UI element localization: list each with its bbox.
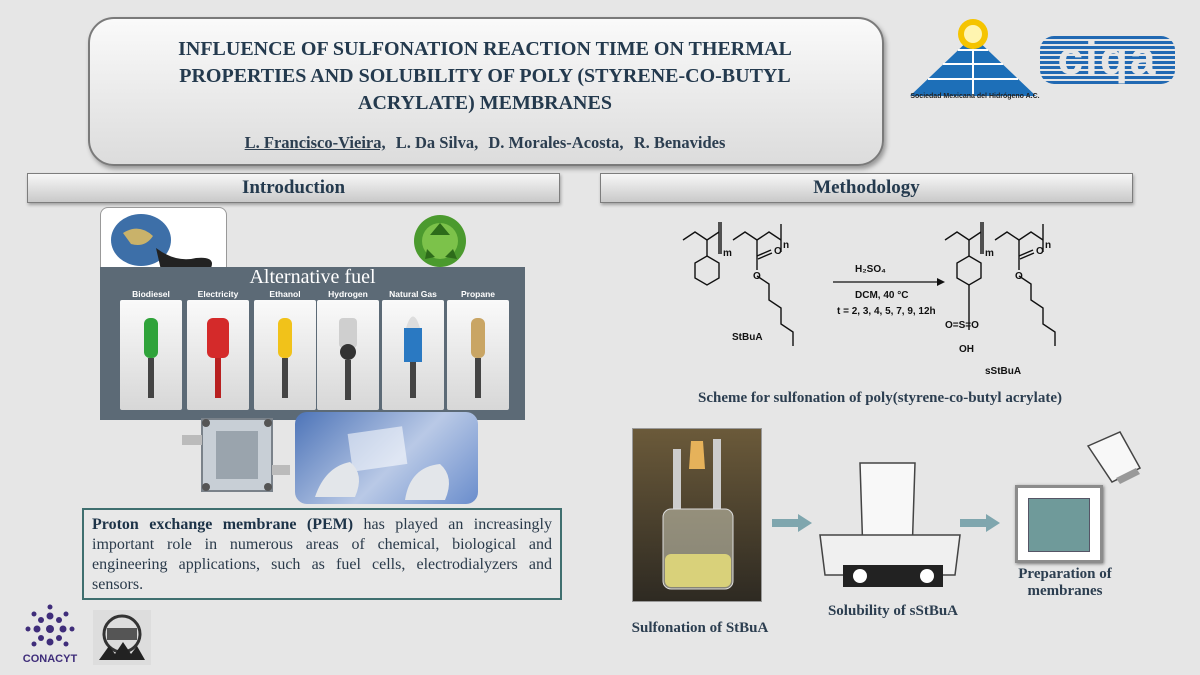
reaction-scheme: m n O O StBuA H₂SO₄ DCM, 40 °C t = 2, 3,… — [675, 212, 1095, 384]
reactant-label: StBuA — [732, 332, 763, 343]
conacyt-logo — [20, 604, 80, 654]
pump-propane — [447, 300, 509, 410]
partner-logo — [93, 610, 151, 665]
hydroxyl-group: OH — [959, 344, 974, 355]
recycle-globe-image — [405, 205, 475, 273]
fuel-cell-image — [180, 405, 292, 505]
cup-pouring-image — [1080, 428, 1150, 490]
pump-label-hydrogen: Hydrogen — [328, 289, 368, 299]
ciqa-logo — [1040, 36, 1175, 84]
author-2: L. Da Silva, — [395, 133, 479, 152]
product-carbonyl-o: O — [1036, 246, 1044, 257]
reactant-n: n — [783, 240, 789, 251]
pem-description: Proton exchange membrane (PEM) has playe… — [82, 508, 562, 600]
conacyt-text: CONACYT — [22, 653, 78, 665]
pump-label-biodiesel: Biodiesel — [132, 289, 170, 299]
sulfonyl-group: O=S=O — [945, 320, 979, 331]
reactant-ester-o: O — [753, 271, 761, 282]
pump-ethanol — [254, 300, 316, 410]
scheme-caption: Scheme for sulfonation of poly(styrene-c… — [698, 390, 1062, 406]
product-n: n — [1045, 240, 1051, 251]
author-list: L. Francisco-Vieira, L. Da Silva, D. Mor… — [100, 133, 870, 153]
pump-electricity — [187, 300, 249, 410]
reactant-carbonyl-o: O — [774, 246, 782, 257]
membrane-photo — [295, 412, 478, 504]
pump-label-natural-gas: Natural Gas — [389, 289, 437, 299]
smh-caption: Sociedad Mexicana del Hidrógeno A.C. — [910, 93, 1040, 100]
reagent-label: H₂SO₄ — [855, 264, 886, 275]
product-m: m — [985, 248, 994, 259]
product-ester-o: O — [1015, 271, 1023, 282]
poster-title: INFLUENCE OF SULFONATION REACTION TIME O… — [178, 38, 792, 114]
author-1: L. Francisco-Vieira, — [244, 133, 386, 152]
pump-hydrogen — [317, 300, 379, 410]
sulfonation-caption: Sulfonation of StBuA — [631, 620, 769, 636]
solubility-caption: Solubility of sStBuA — [827, 603, 959, 619]
pump-label-electricity: Electricity — [197, 289, 239, 299]
author-4: R. Benavides — [633, 133, 726, 152]
membrane-frame — [1015, 485, 1103, 563]
methodology-heading: Methodology — [600, 173, 1133, 203]
conditions-label: DCM, 40 °C — [855, 290, 908, 301]
pem-text: has played an increasingly important rol… — [92, 516, 552, 593]
stirrer-beaker-image — [815, 455, 965, 595]
pump-biodiesel — [120, 300, 182, 410]
introduction-heading: Introduction — [27, 173, 560, 203]
pump-label-ethanol: Ethanol — [269, 289, 301, 299]
times-label: t = 2, 3, 4, 5, 7, 9, 12h — [837, 306, 936, 317]
arrow-icon-2 — [960, 514, 1000, 532]
pem-bold: Proton exchange membrane (PEM) — [92, 516, 354, 533]
reactant-m: m — [723, 248, 732, 259]
product-label: sStBuA — [985, 366, 1021, 377]
preparation-caption: Preparation of membranes — [1018, 566, 1112, 599]
alternative-fuel-title: Alternative fuel — [249, 266, 376, 288]
pump-natural-gas — [382, 300, 444, 410]
author-3: D. Morales-Acosta, — [488, 133, 624, 152]
smh-logo — [908, 14, 1038, 114]
sulfonation-reactor-photo — [632, 428, 762, 602]
ciqa-logo-text: ciqa — [1057, 32, 1158, 84]
arrow-icon-1 — [772, 514, 812, 532]
title-box — [88, 17, 884, 166]
pump-label-propane: Propane — [460, 289, 495, 299]
